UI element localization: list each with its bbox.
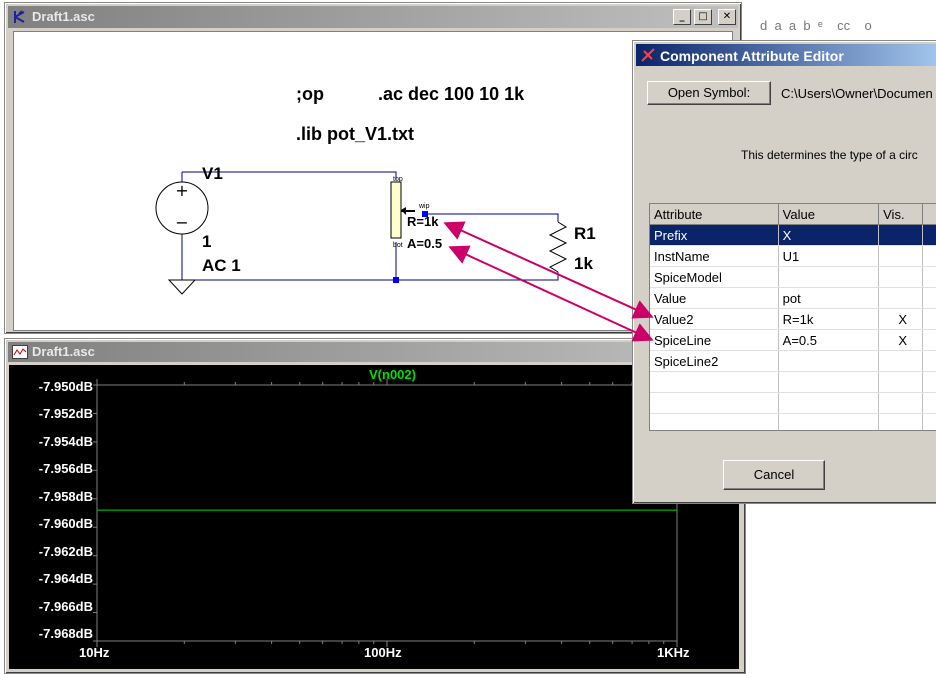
y-tick-label: -7.950dB [38, 379, 93, 394]
ltspice-schematic-icon [14, 10, 25, 23]
background-text: d a a b ᵉ cc o [760, 18, 872, 33]
table-row[interactable]: Value pot [650, 287, 936, 309]
waveform-icon [12, 345, 28, 359]
plot-window-title: Draft1.asc [32, 344, 95, 359]
attr-name[interactable]: SpiceLine [650, 329, 779, 351]
attribute-description: This determines the type of a circ [741, 148, 918, 162]
y-tick-label: -7.962dB [38, 544, 93, 559]
plot-canvas[interactable]: V(n002) -7.950dB -7.952dB -7.954dB -7.95… [9, 365, 739, 669]
svg-text:+: + [175, 181, 188, 200]
table-row[interactable] [650, 413, 936, 430]
schematic-canvas[interactable]: + − ;op .ac dec 100 10 1k .lib pot_V1.tx… [13, 31, 733, 331]
table-row[interactable] [650, 392, 936, 414]
attr-value[interactable] [778, 350, 880, 372]
attr-vis[interactable]: X [878, 329, 924, 351]
pot-pin-wip: wip [419, 203, 430, 210]
table-row[interactable]: SpiceLine2 [650, 350, 936, 372]
pot-pin-top: top [393, 176, 403, 183]
x-tick-label: 1KHz [657, 645, 690, 660]
plot-area [93, 379, 678, 647]
y-tick-label: -7.952dB [38, 406, 93, 421]
column-header-value[interactable]: Value [778, 204, 880, 225]
y-tick-label: -7.968dB [38, 626, 93, 641]
table-row[interactable]: InstName U1 [650, 245, 936, 267]
attr-value[interactable]: X [778, 224, 880, 246]
plot-frame [96, 384, 678, 642]
source-value[interactable]: 1 [202, 232, 212, 251]
resistor-name[interactable]: R1 [574, 224, 596, 243]
y-tick-label: -7.954dB [38, 434, 93, 449]
attr-value[interactable] [778, 266, 880, 288]
pot-value2[interactable]: R=1k [407, 214, 439, 229]
trace-label[interactable]: V(n002) [369, 367, 416, 382]
ltspice-dialog-icon [641, 48, 655, 62]
attr-name[interactable]: InstName [650, 245, 779, 267]
attr-value[interactable]: pot [778, 287, 880, 309]
plot-titlebar[interactable]: Draft1.asc [8, 342, 742, 362]
y-tick-label: -7.958dB [38, 489, 93, 504]
plot-window: Draft1.asc V(n002) -7.950dB -7.952dB -7.… [4, 338, 746, 674]
y-tick-label: -7.964dB [38, 571, 93, 586]
schematic-wires: + − [155, 171, 568, 295]
dialog-titlebar[interactable]: Component Attribute Editor [636, 44, 936, 66]
attr-vis[interactable]: X [878, 308, 924, 330]
table-row[interactable]: SpiceModel [650, 266, 936, 288]
maximize-button[interactable]: □ [694, 9, 712, 25]
close-button[interactable]: ✕ [718, 9, 736, 25]
pot-spiceline[interactable]: A=0.5 [407, 236, 443, 251]
table-row[interactable]: SpiceLine A=0.5 X [650, 329, 936, 351]
dialog-title: Component Attribute Editor [660, 48, 844, 64]
column-header-vis[interactable]: Vis. [878, 204, 924, 225]
column-header-attribute[interactable]: Attribute [650, 204, 779, 225]
lib-directive[interactable]: .lib pot_V1.txt [296, 124, 415, 144]
y-tick-label: -7.956dB [38, 461, 93, 476]
x-tick-label: 10Hz [79, 645, 110, 660]
source-name[interactable]: V1 [202, 164, 223, 183]
attr-value[interactable]: R=1k [778, 308, 880, 330]
attr-vis[interactable] [878, 350, 924, 372]
attribute-grid[interactable]: Attribute Value Vis. Prefix X InstName U… [649, 203, 936, 431]
attr-vis[interactable] [878, 245, 924, 267]
attr-vis[interactable] [878, 266, 924, 288]
attr-name[interactable]: SpiceModel [650, 266, 779, 288]
y-tick-label: -7.966dB [38, 599, 93, 614]
pot-pin-bot: bot [393, 242, 403, 249]
minimize-button[interactable]: _ [673, 9, 691, 25]
source-ac[interactable]: AC 1 [202, 256, 241, 275]
table-row[interactable] [650, 371, 936, 393]
attr-vis[interactable] [878, 224, 924, 246]
y-tick-label: -7.960dB [38, 516, 93, 531]
column-header-extra [922, 204, 936, 225]
table-row[interactable]: Prefix X [650, 224, 936, 246]
attr-value[interactable]: U1 [778, 245, 880, 267]
ac-directive[interactable]: .ac dec 100 10 1k [378, 84, 525, 104]
svg-text:−: − [175, 213, 188, 232]
attr-name[interactable]: Value [650, 287, 779, 309]
table-row[interactable]: Value2 R=1k X [650, 308, 936, 330]
op-directive[interactable]: ;op [296, 84, 324, 104]
attr-name[interactable]: SpiceLine2 [650, 350, 779, 372]
x-tick-label: 100Hz [364, 645, 402, 660]
attr-name[interactable]: Value2 [650, 308, 779, 330]
cancel-button[interactable]: Cancel [723, 460, 825, 490]
attr-value[interactable]: A=0.5 [778, 329, 880, 351]
schematic-titlebar[interactable]: Draft1.asc _ □ ✕ [8, 6, 738, 28]
open-symbol-button[interactable]: Open Symbol: [647, 81, 771, 105]
schematic-window-title: Draft1.asc [32, 9, 95, 24]
component-attribute-editor-dialog: Component Attribute Editor Open Symbol: … [632, 40, 936, 504]
symbol-path: C:\Users\Owner\Documen [781, 86, 933, 101]
resistor-value[interactable]: 1k [574, 254, 593, 273]
attr-name[interactable]: Prefix [650, 224, 779, 246]
attr-vis[interactable] [878, 287, 924, 309]
